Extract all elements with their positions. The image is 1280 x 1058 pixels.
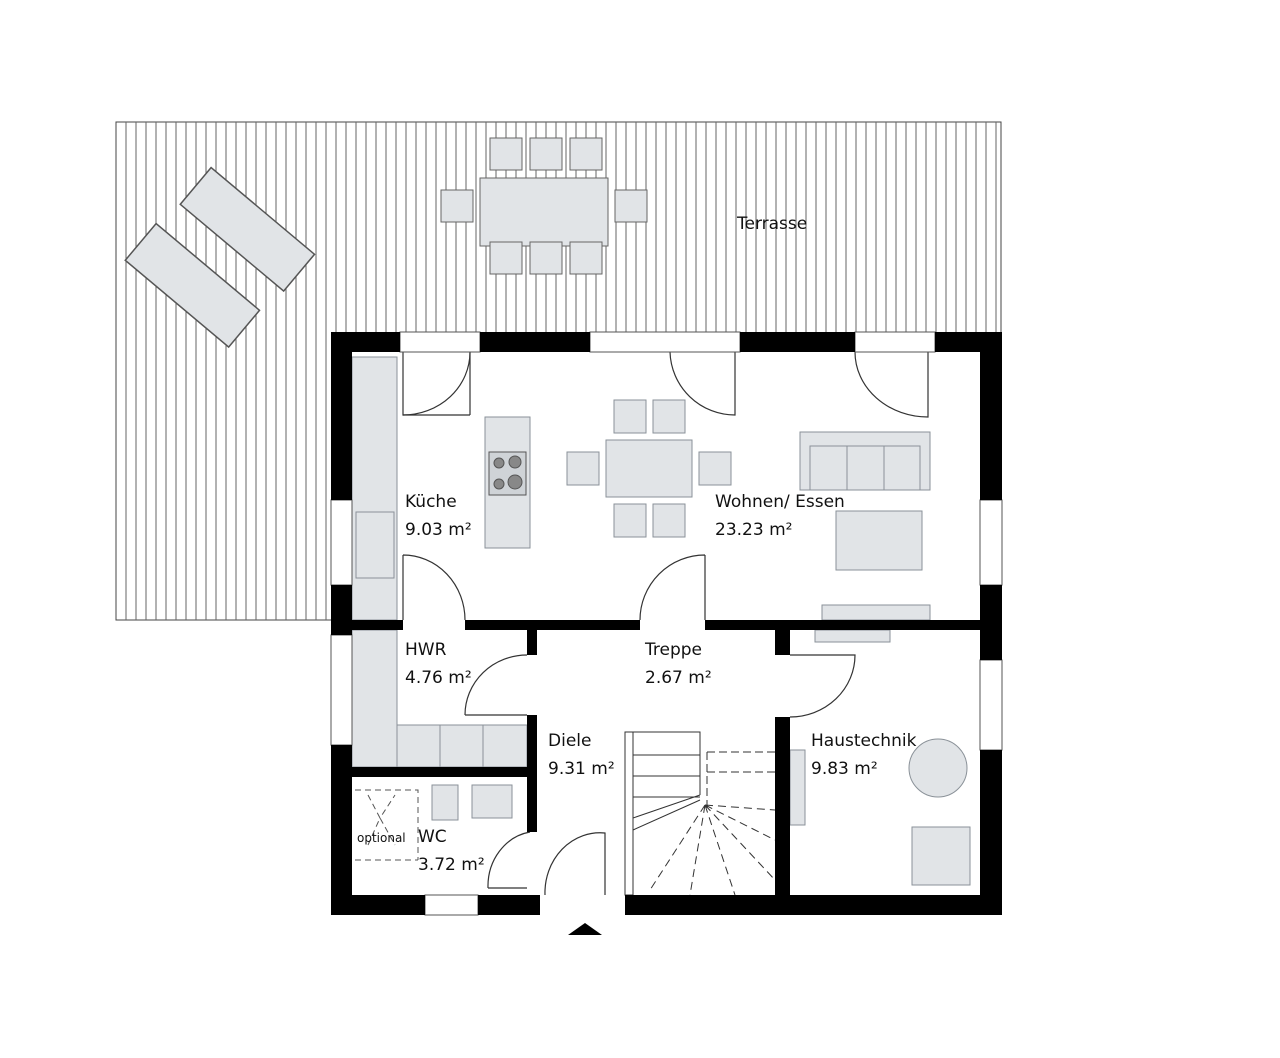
windows xyxy=(330,331,1003,916)
room-label-diele: Diele 9.31 m² xyxy=(548,727,615,783)
toilet xyxy=(431,784,459,821)
room-label-wohnen-essen: Wohnen/ Essen 23.23 m² xyxy=(715,488,845,544)
room-name: Wohnen/ Essen xyxy=(715,492,845,512)
optional-shower xyxy=(355,789,419,861)
washbasin xyxy=(471,784,513,819)
room-name: Haustechnik xyxy=(811,731,917,751)
room-name: Küche xyxy=(405,492,457,512)
room-area: 3.72 m² xyxy=(418,855,485,875)
boiler xyxy=(908,738,968,798)
room-area: 9.83 m² xyxy=(811,759,878,779)
cooktop xyxy=(488,451,527,496)
coffee-table xyxy=(835,510,923,571)
room-label-haustechnik: Haustechnik 9.83 m² xyxy=(811,727,916,783)
room-label-terrasse: Terrasse xyxy=(737,210,807,238)
sideboard xyxy=(821,604,931,621)
dining-table xyxy=(605,439,693,498)
room-area: 23.23 m² xyxy=(715,520,793,540)
room-area: 9.03 m² xyxy=(405,520,472,540)
room-area: 2.67 m² xyxy=(645,668,712,688)
sun-lounger xyxy=(124,166,316,349)
room-label-wc: WC 3.72 m² xyxy=(418,823,485,879)
room-area: 9.31 m² xyxy=(548,759,615,779)
door-swings xyxy=(402,351,929,896)
terrace-dining-set xyxy=(440,137,648,275)
room-name: HWR xyxy=(405,640,447,660)
optional-label: optional xyxy=(357,831,406,845)
room-label-kueche: Küche 9.03 m² xyxy=(405,488,472,544)
room-name: Terrasse xyxy=(737,214,808,234)
room-area: 4.76 m² xyxy=(405,668,472,688)
utility-counter xyxy=(351,629,398,768)
walls xyxy=(331,332,1002,915)
entrance-marker-icon xyxy=(568,923,602,935)
kitchen-sink xyxy=(355,511,395,579)
technical-unit xyxy=(911,826,971,886)
room-label-hwr: HWR 4.76 m² xyxy=(405,636,472,692)
room-name: Diele xyxy=(548,731,592,751)
room-name: Treppe xyxy=(645,640,703,660)
room-label-treppe: Treppe 2.67 m² xyxy=(645,636,712,692)
kitchen-counter xyxy=(351,356,398,621)
room-name: WC xyxy=(418,827,447,847)
